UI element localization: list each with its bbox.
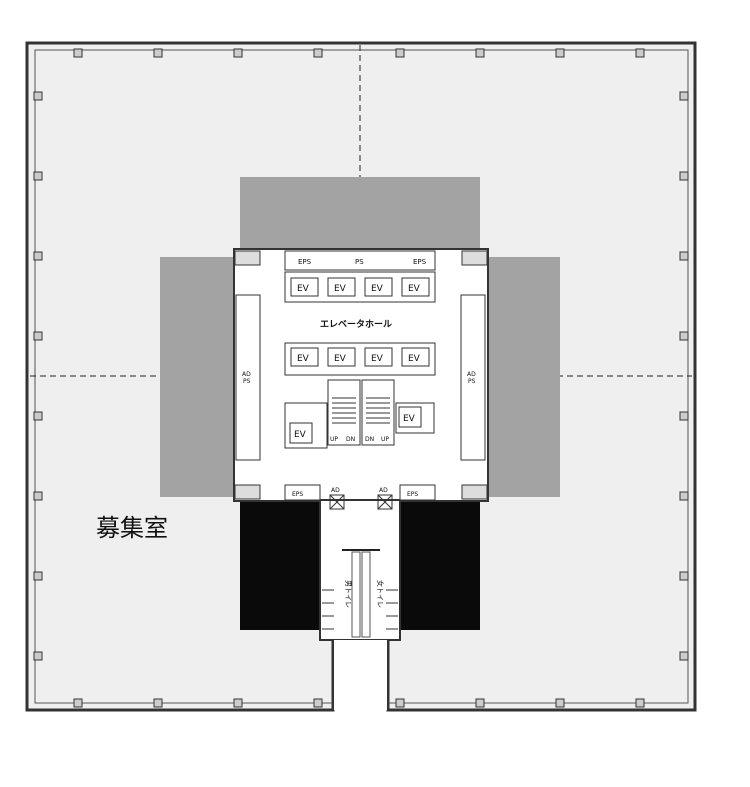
- column: [679, 491, 689, 501]
- ad-label: AD: [242, 371, 251, 378]
- column: [679, 651, 689, 661]
- column: [395, 48, 405, 58]
- column: [33, 251, 43, 261]
- column: [153, 48, 163, 58]
- ad-label: AD: [379, 487, 388, 494]
- column: [313, 48, 323, 58]
- mens-toilet-label: 男トイレ: [344, 580, 352, 608]
- stairs-up-label: UP: [330, 436, 338, 443]
- eps-label: EPS: [407, 491, 418, 498]
- elevator-label: EV: [334, 284, 347, 294]
- elevator-label: EV: [408, 284, 421, 294]
- columns: [33, 48, 689, 708]
- ad-label: AD: [467, 371, 476, 378]
- stairs-down-label: DN: [346, 436, 355, 443]
- elevator-label: EV: [334, 354, 347, 364]
- column: [233, 698, 243, 708]
- column: [33, 571, 43, 581]
- column: [33, 491, 43, 501]
- dark-zone: [240, 500, 320, 630]
- eps-label: EPS: [292, 491, 303, 498]
- column: [233, 48, 243, 58]
- ad-label: AD: [331, 487, 340, 494]
- column: [679, 91, 689, 101]
- elevator-label: EV: [403, 414, 416, 424]
- column: [73, 698, 83, 708]
- ps-label: PS: [243, 378, 251, 385]
- column: [679, 251, 689, 261]
- eps-label: EPS: [298, 258, 312, 266]
- stairs-down-label: DN: [365, 436, 374, 443]
- column: [475, 48, 485, 58]
- column: [635, 698, 645, 708]
- column: [33, 331, 43, 341]
- ps-label: PS: [468, 378, 476, 385]
- ps-label: PS: [355, 258, 364, 266]
- column: [395, 698, 405, 708]
- dark-zone: [400, 500, 480, 630]
- elevator-label: EV: [371, 354, 384, 364]
- womens-toilet-label: 女トイレ: [376, 580, 385, 608]
- column: [33, 91, 43, 101]
- shaded-zone: [486, 257, 560, 497]
- room-label: 募集室: [96, 514, 168, 542]
- elevator-label: EV: [294, 430, 307, 440]
- elevator-bank-upper: EV EV EV EV: [284, 271, 436, 303]
- elevator-label: EV: [371, 284, 384, 294]
- column: [679, 171, 689, 181]
- elevator-label: EV: [297, 284, 310, 294]
- column: [679, 571, 689, 581]
- column: [679, 411, 689, 421]
- elevator-label: EV: [408, 354, 421, 364]
- column: [679, 331, 689, 341]
- column: [153, 698, 163, 708]
- column: [475, 698, 485, 708]
- shaded-zone: [240, 177, 480, 252]
- column: [33, 171, 43, 181]
- stairs-up-label: UP: [381, 436, 389, 443]
- stairs: UP DN DN UP: [327, 379, 395, 446]
- eps-label: EPS: [413, 258, 427, 266]
- elevator-label: EV: [297, 354, 310, 364]
- elevator-bank-lower: EV EV EV EV: [284, 342, 436, 376]
- elevator-hall-label: エレベータホール: [320, 318, 392, 330]
- column: [313, 698, 323, 708]
- column: [555, 698, 565, 708]
- column: [33, 651, 43, 661]
- column: [33, 411, 43, 421]
- column: [555, 48, 565, 58]
- shaded-zone: [160, 257, 236, 497]
- column: [73, 48, 83, 58]
- column: [635, 48, 645, 58]
